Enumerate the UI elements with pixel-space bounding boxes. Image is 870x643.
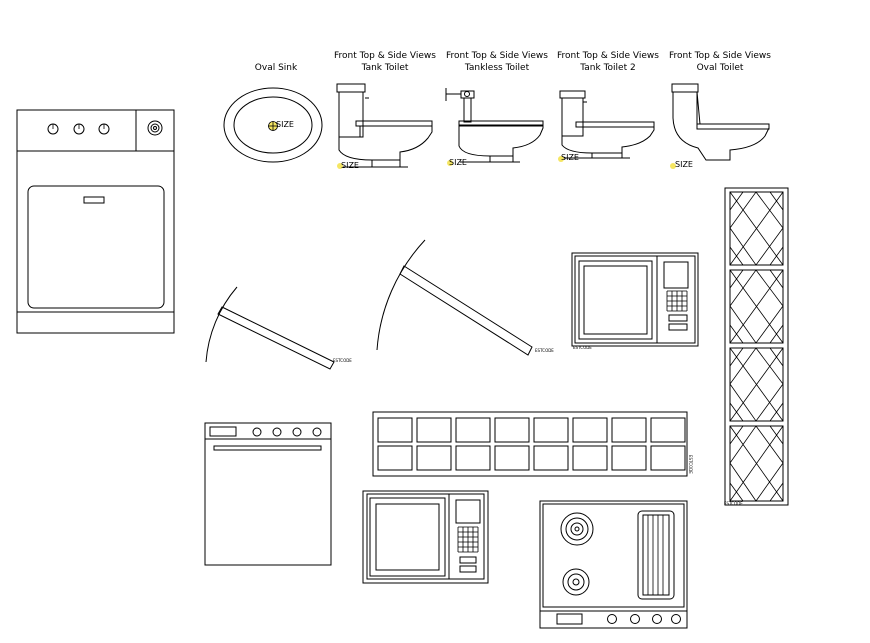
oval-sink-label: Oval Sink bbox=[255, 63, 298, 73]
oval-toilet-side-view: SIZE bbox=[670, 83, 770, 169]
size-tag: SIZE bbox=[276, 120, 294, 129]
size-tag: SIZE bbox=[675, 160, 693, 169]
dishwasher-front-view bbox=[204, 422, 332, 566]
door-swing-large: ESTCODE bbox=[376, 239, 554, 356]
keypad-grid bbox=[666, 290, 688, 312]
keypad-grid bbox=[457, 526, 479, 553]
tankless-toilet-label-2: Tankless Toilet bbox=[464, 63, 530, 73]
size-tag: SIZE bbox=[341, 161, 359, 170]
estcode-tag: ESTCODE bbox=[535, 348, 554, 353]
estcode-tag: ESTCODE bbox=[573, 345, 592, 350]
estcode-tag: ESTCODE bbox=[688, 455, 693, 474]
oval-sink: Oval Sink SIZE bbox=[223, 63, 323, 163]
size-tag: SIZE bbox=[449, 158, 467, 167]
tankless-toilet-label-1: Front Top & Side Views bbox=[446, 51, 548, 61]
toilet-labels: Front Top & Side Views Tank Toilet Front… bbox=[334, 51, 771, 73]
door-swing-small: ESTCODE bbox=[205, 286, 352, 370]
tank-toilet-side-view: SIZE bbox=[336, 83, 433, 170]
washer-front-view bbox=[16, 109, 175, 334]
cooktop-top-view bbox=[539, 500, 688, 629]
tankless-toilet-side-view: SIZE bbox=[445, 88, 544, 167]
tank-toilet-2-side-view: SIZE bbox=[558, 90, 655, 162]
oval-toilet-label-1: Front Top & Side Views bbox=[669, 51, 771, 61]
tank-toilet-label-2: Tank Toilet bbox=[361, 63, 409, 73]
estcode-tag: ESTCODE bbox=[724, 501, 743, 506]
tall-cabinet-diamond-panels: ESTCODE bbox=[724, 187, 789, 506]
size-tag: SIZE bbox=[561, 153, 579, 162]
grill-griddle bbox=[637, 510, 675, 600]
tank-toilet-2-label-1: Front Top & Side Views bbox=[557, 51, 659, 61]
microwave-lower bbox=[362, 490, 489, 584]
tank-toilet-2-label-2: Tank Toilet 2 bbox=[579, 63, 635, 73]
estcode-tag: ESTCODE bbox=[333, 358, 352, 363]
tile-grid-panel: ESTCODE bbox=[372, 411, 693, 477]
tank-toilet-label-1: Front Top & Side Views bbox=[334, 51, 436, 61]
microwave-upper: ESTCODE bbox=[571, 252, 699, 350]
oval-toilet-label-2: Oval Toilet bbox=[697, 63, 744, 73]
